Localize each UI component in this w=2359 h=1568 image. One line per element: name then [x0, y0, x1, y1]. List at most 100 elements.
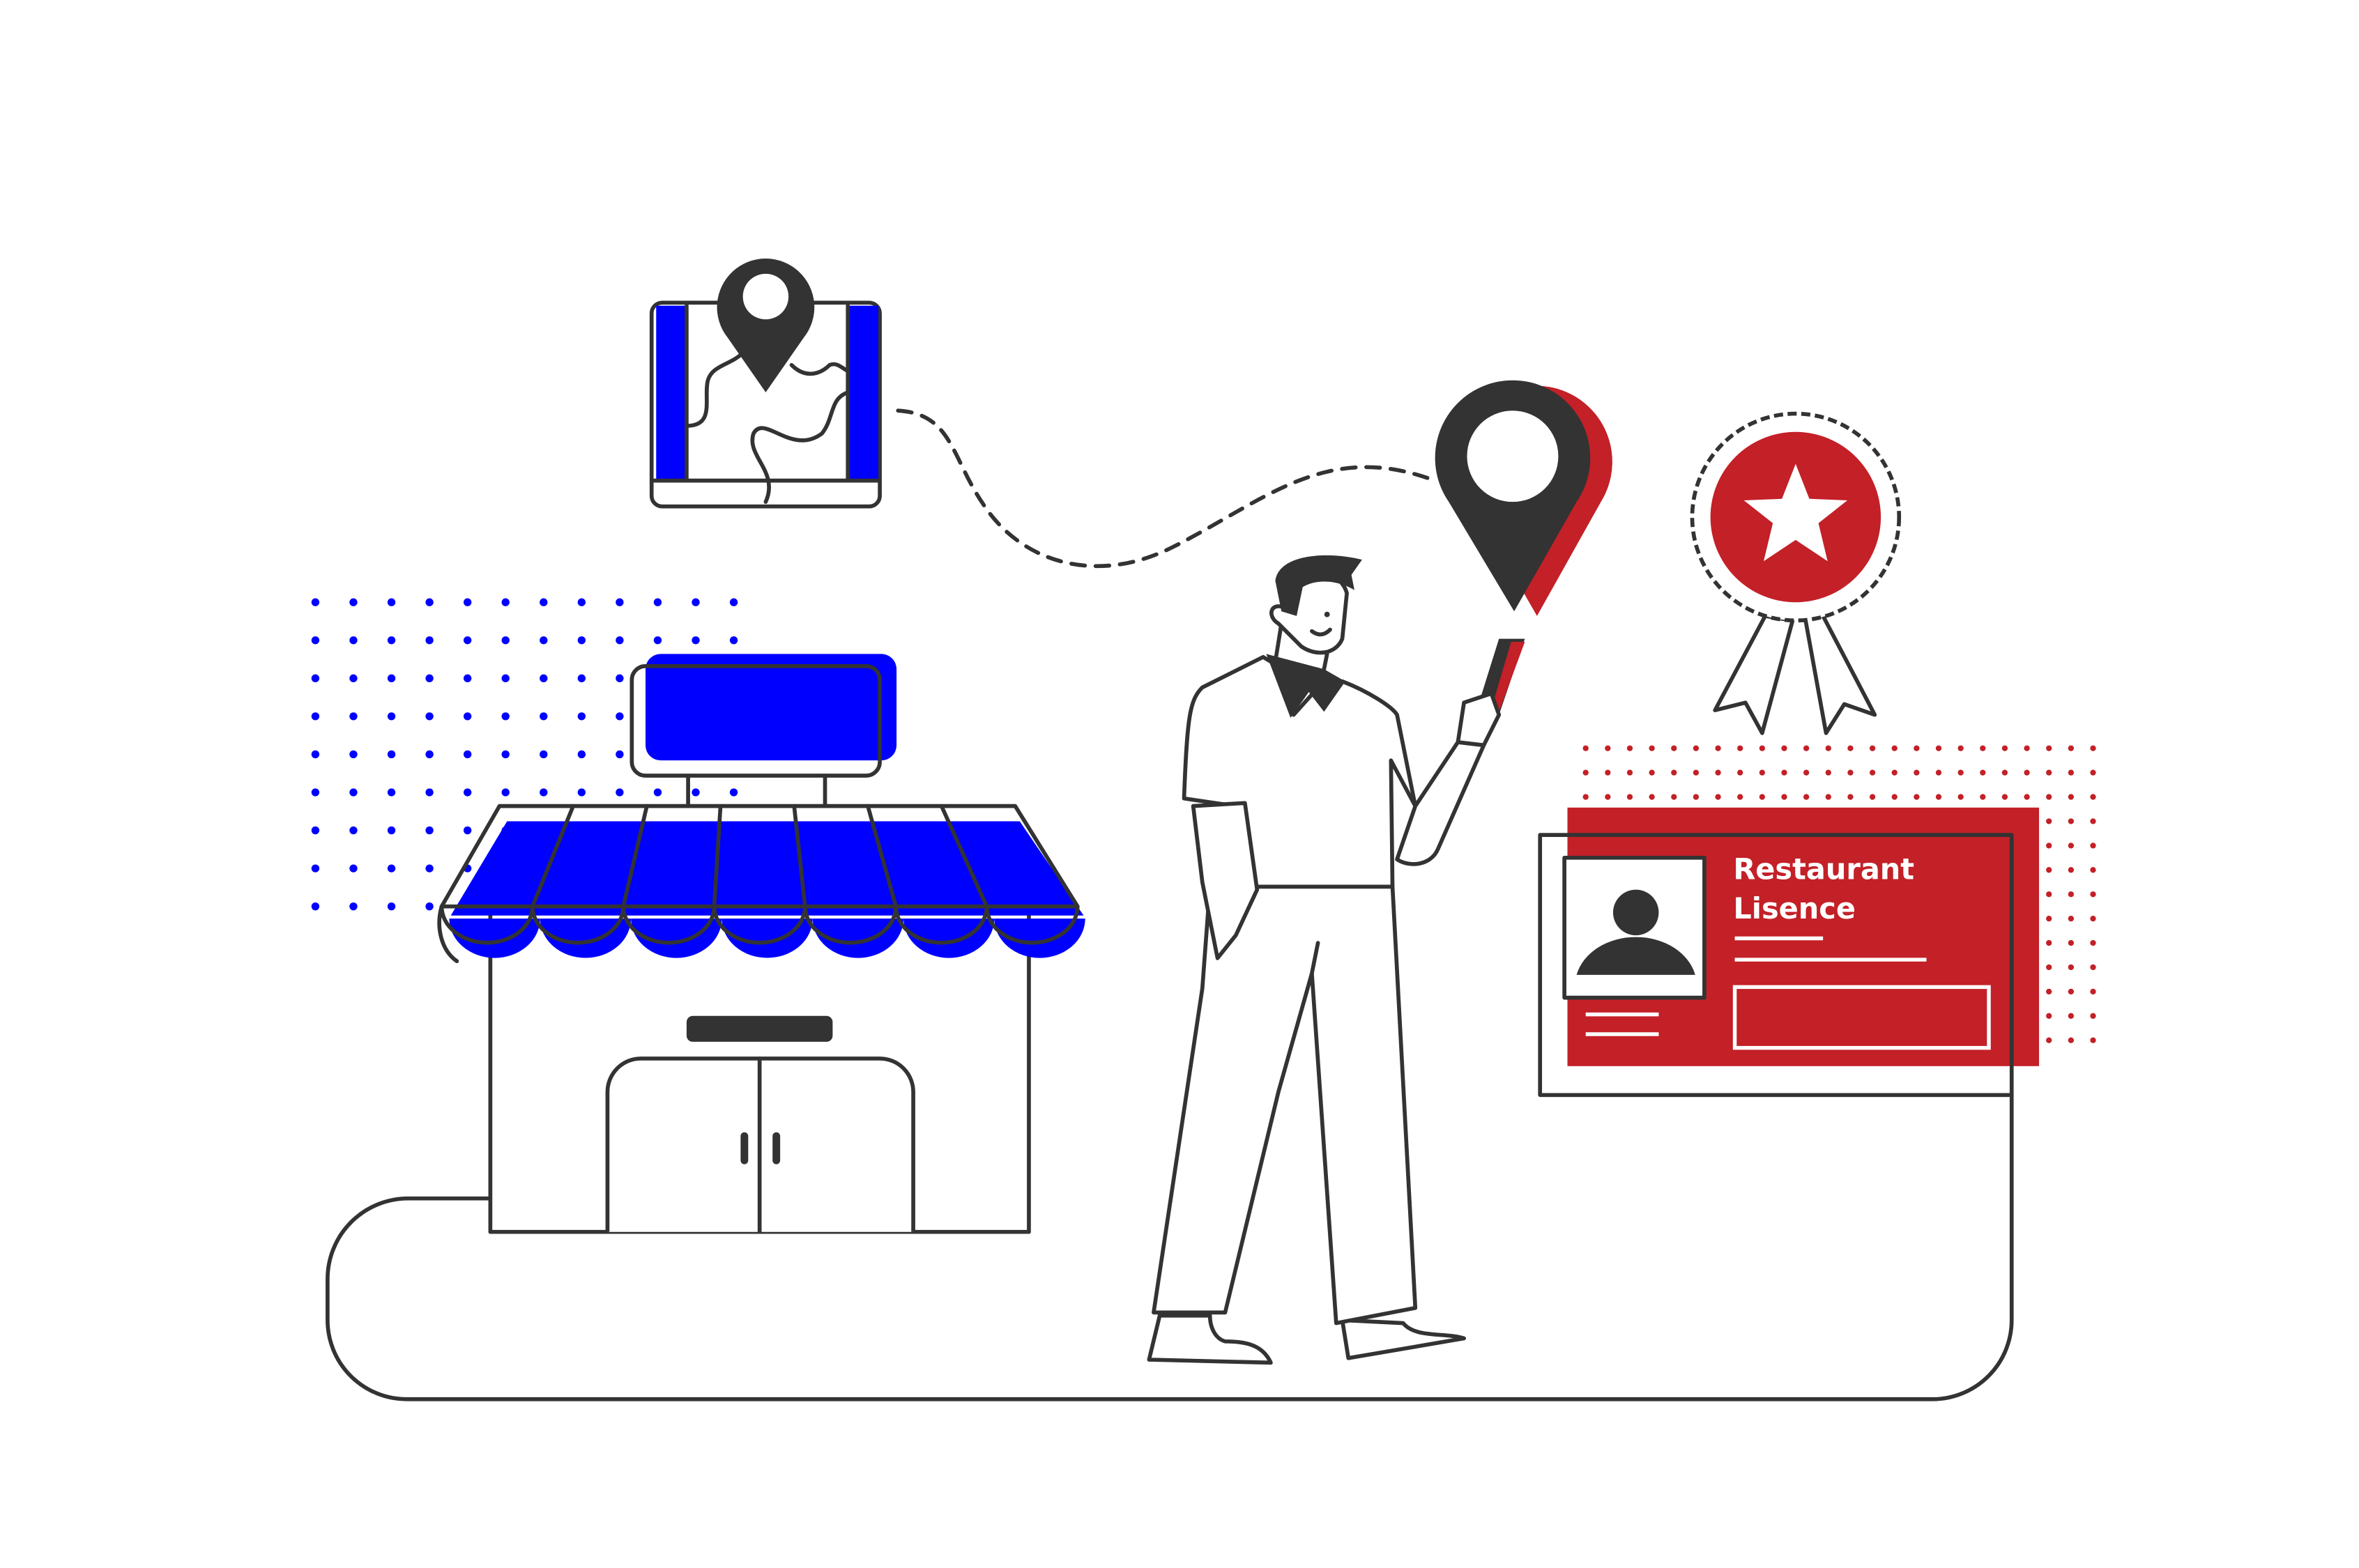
red-dot	[1980, 794, 1986, 800]
red-dot	[1649, 769, 1655, 776]
red-dot	[2068, 769, 2075, 776]
red-dot	[2090, 891, 2096, 898]
blue-dot	[540, 636, 548, 645]
red-dot	[2046, 1037, 2052, 1043]
blue-dot	[501, 598, 510, 606]
award-badge-icon	[1690, 411, 1902, 735]
red-dot	[1825, 794, 1831, 800]
red-dot	[2068, 818, 2075, 824]
blue-dot	[540, 750, 548, 759]
blue-dot	[349, 750, 358, 759]
blue-dot	[616, 788, 624, 797]
red-dot	[1715, 794, 1721, 800]
awning-scallop-fill	[903, 918, 995, 958]
red-dot	[2068, 1037, 2075, 1043]
blue-dot	[653, 636, 662, 645]
red-dot	[1626, 769, 1633, 776]
store-building	[437, 654, 1085, 1234]
blue-dot	[653, 598, 662, 606]
red-dot	[2090, 843, 2096, 849]
red-dot	[2090, 867, 2096, 873]
red-dot	[2068, 1013, 2075, 1019]
man-holding-phone	[1147, 555, 1525, 1365]
red-dot	[1891, 794, 1898, 800]
hair	[1275, 555, 1362, 616]
red-dot	[2068, 794, 2075, 800]
red-dot	[1847, 745, 1854, 751]
red-dot	[2024, 794, 2030, 800]
blue-dot	[387, 674, 396, 683]
red-dot	[1693, 745, 1700, 751]
red-dot	[2068, 843, 2075, 849]
red-dot	[1847, 794, 1854, 800]
map-icon	[649, 259, 882, 509]
red-dot	[2046, 988, 2052, 995]
red-dot	[2068, 939, 2075, 946]
blue-dot	[387, 788, 396, 797]
red-dot	[1980, 745, 1986, 751]
blue-dot	[463, 598, 472, 606]
blue-dot	[387, 750, 396, 759]
red-dot	[1869, 745, 1876, 751]
awning-stripe	[939, 804, 989, 909]
red-dot	[1803, 794, 1810, 800]
red-dot	[1869, 794, 1876, 800]
awning-scallop	[439, 904, 535, 945]
red-dot	[1803, 745, 1810, 751]
license-title-line2: Lisence	[1733, 892, 1856, 925]
blue-dot	[577, 598, 586, 606]
blue-dot	[311, 674, 320, 683]
red-dot	[2090, 794, 2096, 800]
blue-dot	[387, 864, 396, 873]
blue-dot	[463, 636, 472, 645]
awning-stripe	[866, 804, 898, 909]
red-dot	[2090, 988, 2096, 995]
red-dot	[2046, 794, 2052, 800]
blue-dot	[387, 826, 396, 835]
star-icon	[1743, 463, 1848, 562]
left-shoe	[1147, 1313, 1273, 1365]
red-dot	[2090, 1037, 2096, 1043]
red-dot	[1914, 745, 1920, 751]
red-dot	[2090, 818, 2096, 824]
red-dot	[1737, 794, 1743, 800]
blue-dot	[463, 788, 472, 797]
blue-dot	[729, 636, 738, 645]
red-dot	[1869, 769, 1876, 776]
red-dot	[1671, 745, 1677, 751]
blue-dot	[425, 598, 434, 606]
awning-scallop-fill	[540, 918, 632, 958]
store-awning	[437, 804, 1085, 964]
red-dot	[2046, 867, 2052, 873]
blue-dot	[311, 712, 320, 721]
blue-dot	[425, 902, 434, 911]
blue-dot	[577, 636, 586, 645]
red-dot	[1693, 794, 1700, 800]
red-dot	[2046, 964, 2052, 971]
blue-dot	[425, 864, 434, 873]
red-dot	[1891, 745, 1898, 751]
awning-scallop-fill	[722, 918, 813, 958]
red-dot	[1626, 794, 1633, 800]
red-dot	[1914, 794, 1920, 800]
awning-scallop	[530, 904, 626, 945]
blue-dot	[349, 636, 358, 645]
blue-dot	[692, 636, 700, 645]
red-dot	[1957, 794, 1964, 800]
blue-dot	[501, 674, 510, 683]
blue-dot	[577, 712, 586, 721]
blue-dot	[311, 826, 320, 835]
blue-dot	[425, 788, 434, 797]
awning-scallop	[802, 904, 898, 945]
blue-dot	[577, 750, 586, 759]
red-dot	[2046, 891, 2052, 898]
right-shoe	[1340, 1318, 1466, 1360]
red-dot	[1980, 769, 1986, 776]
red-dot	[1781, 794, 1787, 800]
blue-dot	[425, 636, 434, 645]
blue-dot	[349, 712, 358, 721]
blue-dot	[616, 750, 624, 759]
blue-dot	[311, 750, 320, 759]
blue-dot	[616, 636, 624, 645]
